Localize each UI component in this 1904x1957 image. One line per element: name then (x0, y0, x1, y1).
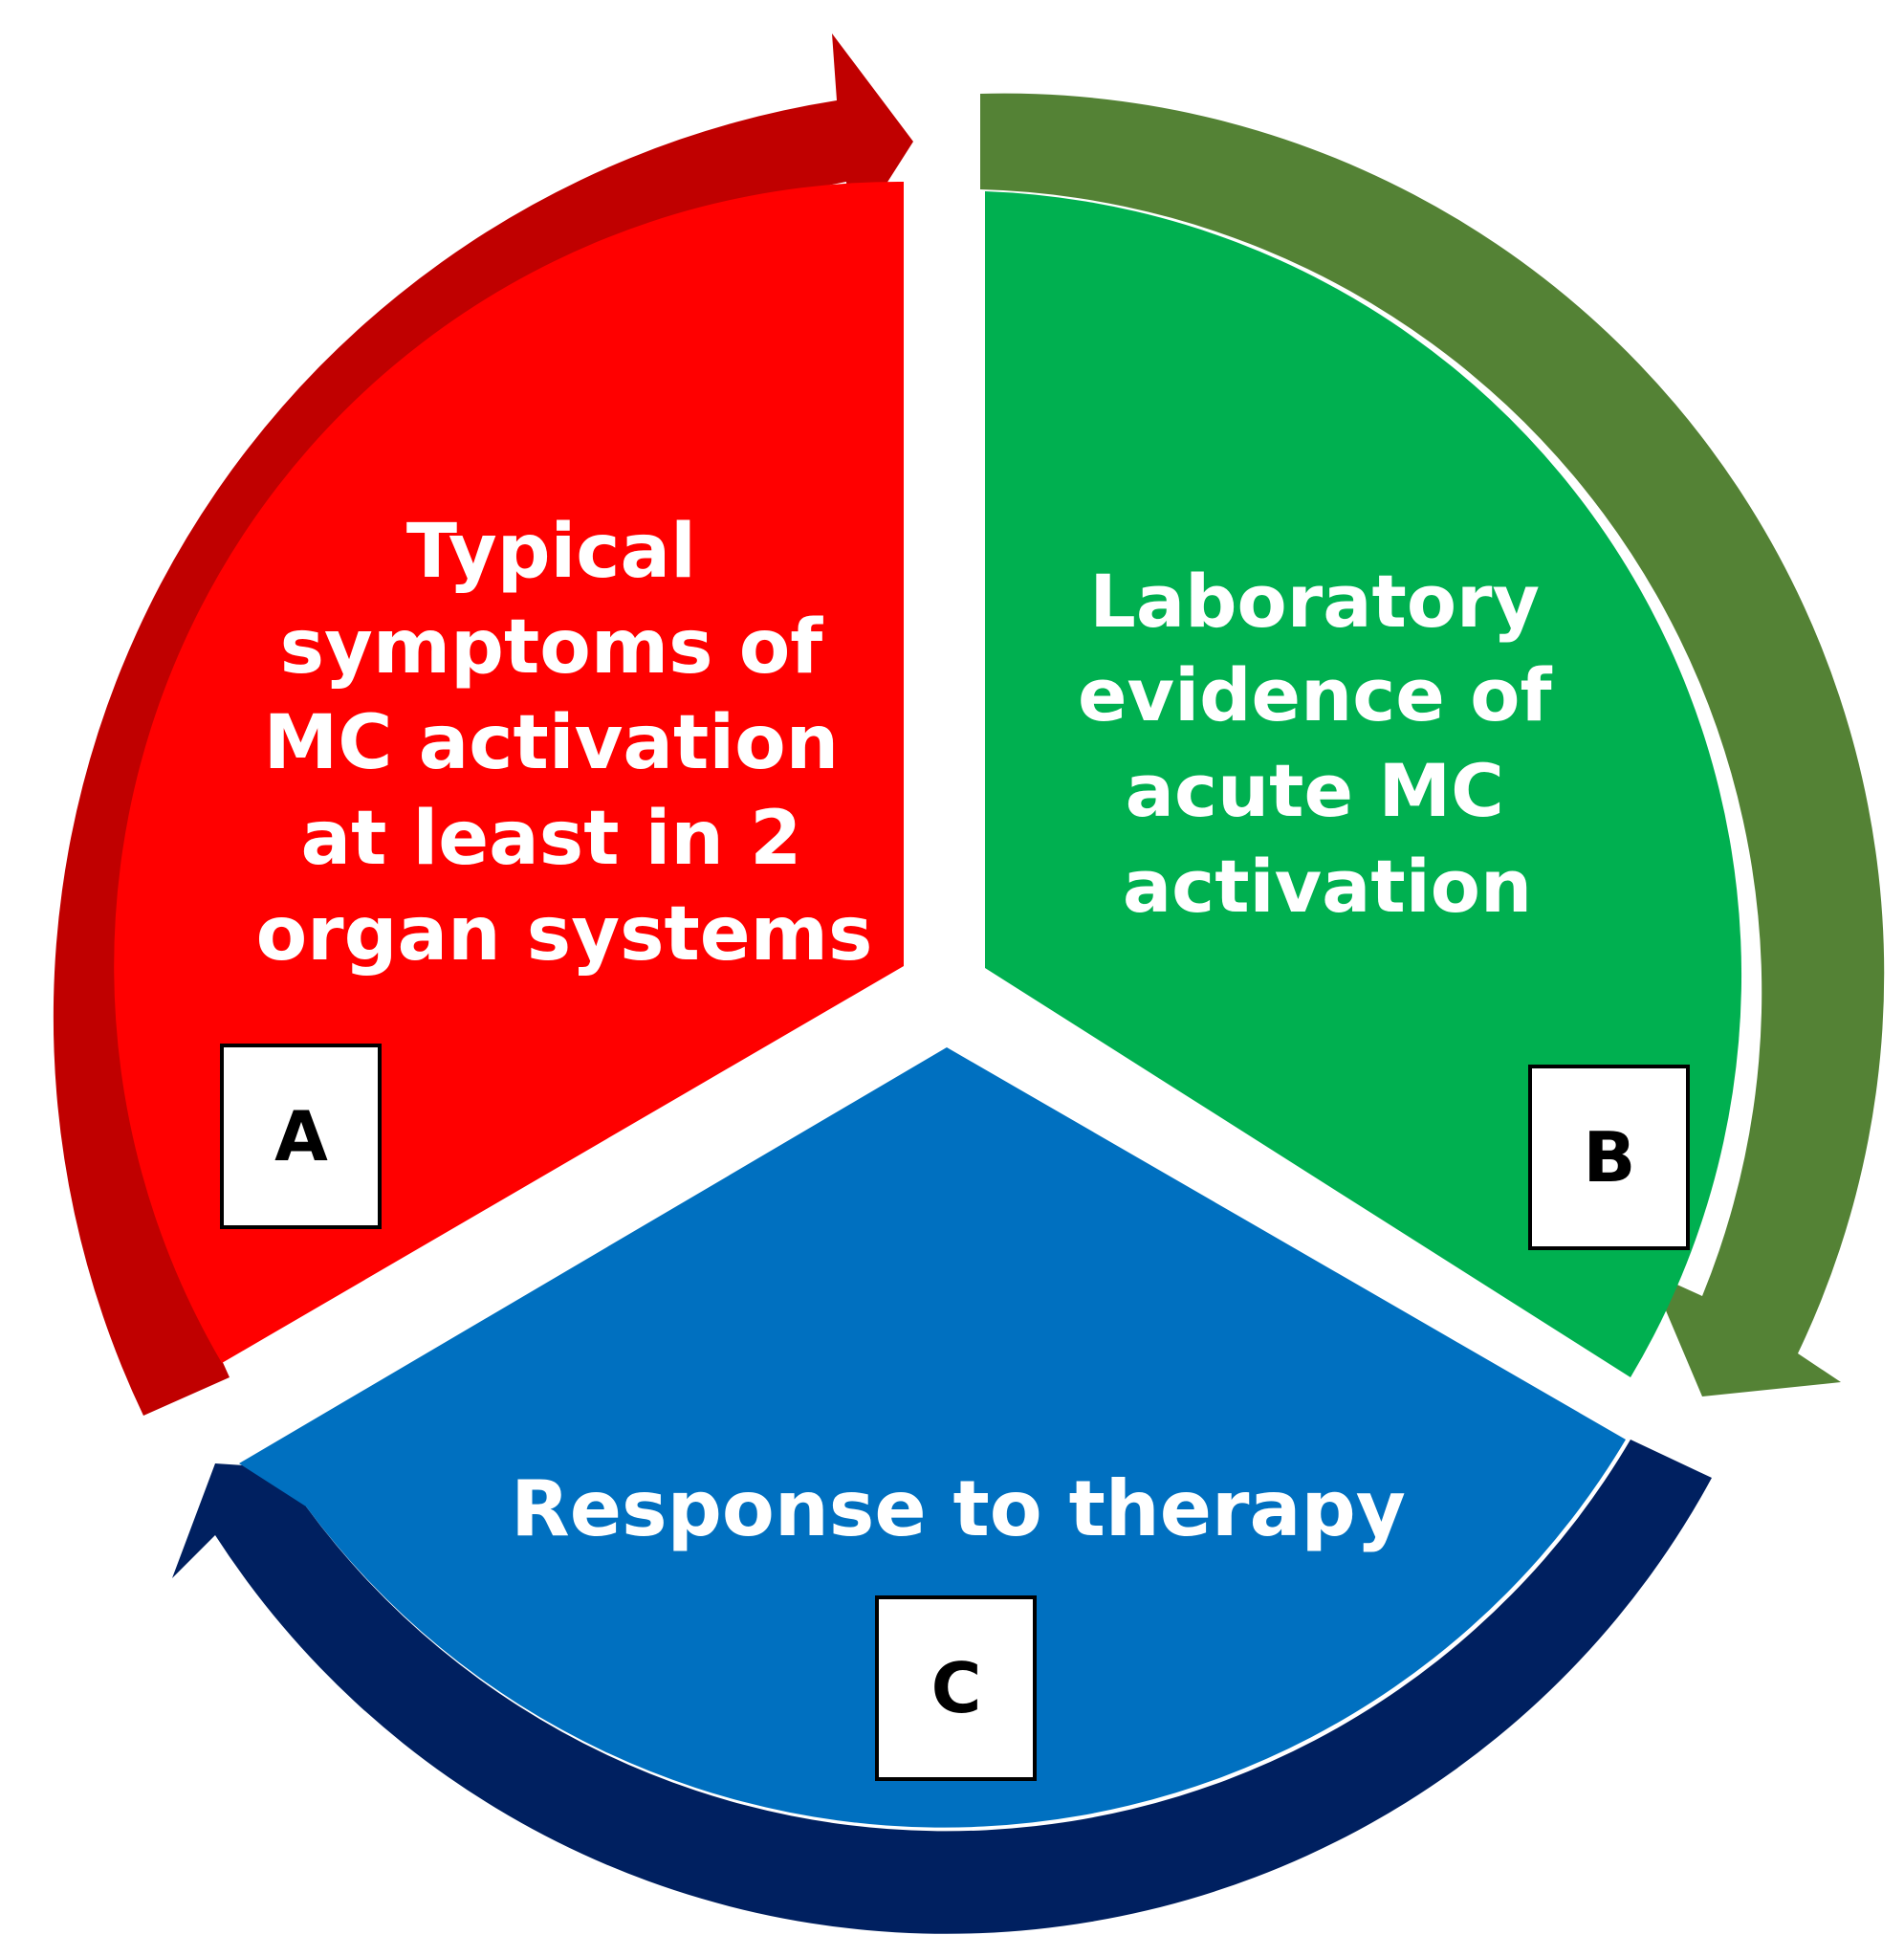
segment-a-line-2: symptoms of (280, 605, 824, 691)
segment-a-text: Typical symptoms of MC activation at lea… (256, 509, 873, 978)
segment-c-arrow (172, 1440, 1712, 1934)
badge-a: A (220, 1044, 382, 1229)
segment-c: Response to therapy C (172, 1047, 1712, 1934)
segment-c-line-1: Response to therapy (511, 1464, 1406, 1553)
badge-c-label: C (931, 1648, 982, 1728)
segment-b: Laboratory evidence of acute MC activati… (980, 93, 1885, 1397)
badge-a-label: A (274, 1096, 328, 1176)
badge-b: B (1528, 1065, 1690, 1250)
segment-a-line-1: Typical (406, 509, 696, 595)
segment-a-line-5: organ systems (256, 891, 873, 978)
badge-b-label: B (1584, 1117, 1636, 1198)
segment-c-body (239, 1047, 1626, 1828)
badge-b-box (1528, 1065, 1690, 1250)
segment-c-text: Response to therapy (511, 1464, 1406, 1553)
segment-b-line-4: activation (1123, 844, 1532, 929)
segment-b-arrow (980, 93, 1885, 1397)
segment-b-text: Laboratory evidence of acute MC activati… (1078, 559, 1577, 929)
badge-c: C (875, 1595, 1037, 1781)
segment-a-line-4: at least in 2 (300, 796, 801, 882)
segment-a: Typical symptoms of MC activation at lea… (53, 33, 914, 1416)
badge-c-box (875, 1595, 1037, 1781)
segment-b-line-2: evidence of (1078, 652, 1552, 737)
segment-b-line-3: acute MC (1126, 748, 1504, 833)
badge-a-box (220, 1044, 382, 1229)
segment-a-line-3: MC activation (264, 700, 840, 786)
segment-b-line-1: Laboratory (1089, 559, 1540, 644)
